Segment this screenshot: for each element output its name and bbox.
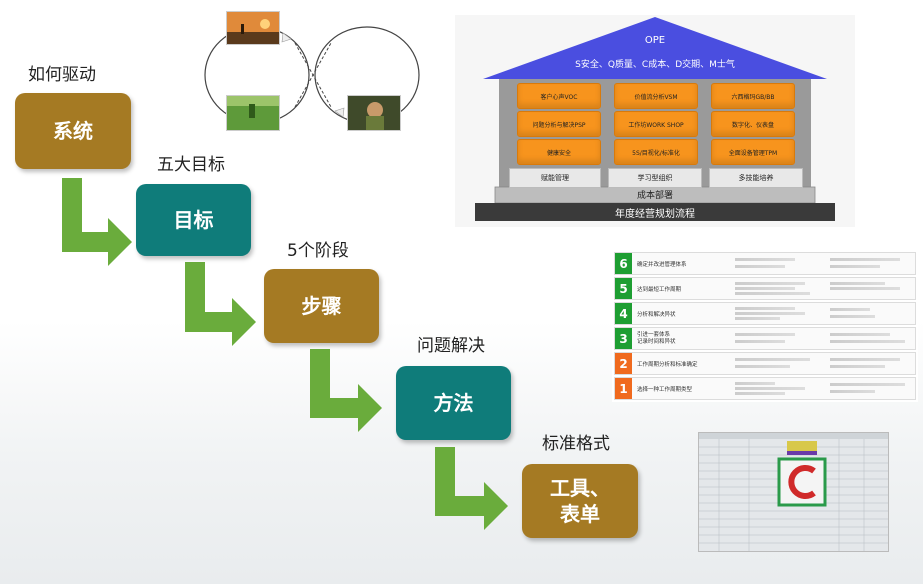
step-row-5: 5 达到最短工作周期: [614, 277, 916, 300]
box-method: 方法: [396, 366, 511, 440]
elbow-arrow-3: [310, 349, 382, 432]
question-label-1: 如何驱动: [28, 65, 96, 85]
step-name: 选择一种工作周期类型: [637, 386, 693, 393]
sunset-photo: [226, 11, 280, 45]
step-name: 分析和解决异状: [637, 311, 676, 318]
house-cell-voc: 客户心声VOC: [517, 83, 601, 109]
pillar-empowerment: 赋能管理: [509, 168, 601, 188]
step-name: 确定并改进管理体系: [637, 261, 687, 268]
step-number: 6: [615, 253, 632, 274]
question-label-3: 5个阶段: [287, 241, 349, 261]
step-row-6: 6 确定并改进管理体系: [614, 252, 916, 275]
house-cell-workshop: 工作坊WORK SHOP: [614, 111, 698, 137]
elbow-arrow-1: [62, 178, 132, 266]
house-cell-six-sigma: 六西格玛GB/BB: [711, 83, 795, 109]
house-cell-safety: 健康安全: [517, 139, 601, 165]
question-label-5: 标准格式: [542, 434, 610, 454]
house-cell-digital: 数字化、仪表盘: [711, 111, 795, 137]
roof-title: OPE: [644, 35, 666, 46]
base-annual-planning: 年度经营规划流程: [615, 209, 695, 220]
step-name: 工作周期分析和标准确定: [637, 361, 698, 368]
house-cell-psp: 问题分析与解决PSP: [517, 111, 601, 137]
step-number: 4: [615, 303, 632, 324]
question-label-4: 问题解决: [417, 336, 485, 356]
step-number: 2: [615, 353, 632, 374]
step-row-4: 4 分析和解决异状: [614, 302, 916, 325]
step-number: 3: [615, 328, 632, 349]
box-target: 目标: [136, 184, 251, 256]
six-steps-list: 6 确定并改进管理体系 5 达到最短工作周期 4 分析和解决异状 3 引进一套体…: [612, 250, 918, 402]
house-cell-vsm: 价值流分析VSM: [614, 83, 698, 109]
ope-house: OPE S安全、Q质量、C成本、D交期、M士气 客户心声VOC 价值流分析VSM…: [455, 15, 855, 227]
roof-subtitle: S安全、Q质量、C成本、D交期、M士气: [575, 60, 735, 70]
field-photo: [226, 95, 280, 131]
arrow-group: [62, 178, 508, 530]
question-label-2: 五大目标: [157, 155, 225, 175]
spreadsheet-image: [699, 433, 888, 551]
standard-form-photo: [698, 432, 889, 552]
step-number: 5: [615, 278, 632, 299]
box-tools-forms: 工具、 表单: [522, 464, 638, 538]
pillar-learning-org: 学习型组织: [608, 168, 702, 188]
base-cost-deployment: 成本部署: [636, 191, 673, 201]
step-name: 引进一套体系 记录时间和异状: [637, 331, 676, 345]
elbow-arrow-4: [435, 447, 508, 530]
step-row-2: 2 工作周期分析和标准确定: [614, 352, 916, 375]
step-number: 1: [615, 378, 632, 399]
pillar-multi-skill: 多技能培养: [709, 168, 803, 188]
step-row-1: 1 选择一种工作周期类型: [614, 377, 916, 400]
worker-photo: [347, 95, 401, 131]
step-row-3: 3 引进一套体系 记录时间和异状: [614, 327, 916, 350]
box-steps: 步骤: [264, 269, 379, 343]
step-name: 达到最短工作周期: [637, 286, 682, 293]
box-system: 系统: [15, 93, 131, 169]
house-cell-tpm: 全面设备管理TPM: [711, 139, 795, 165]
elbow-arrow-2: [185, 262, 256, 346]
house-cell-5s: 5S/目视化/标准化: [614, 139, 698, 165]
